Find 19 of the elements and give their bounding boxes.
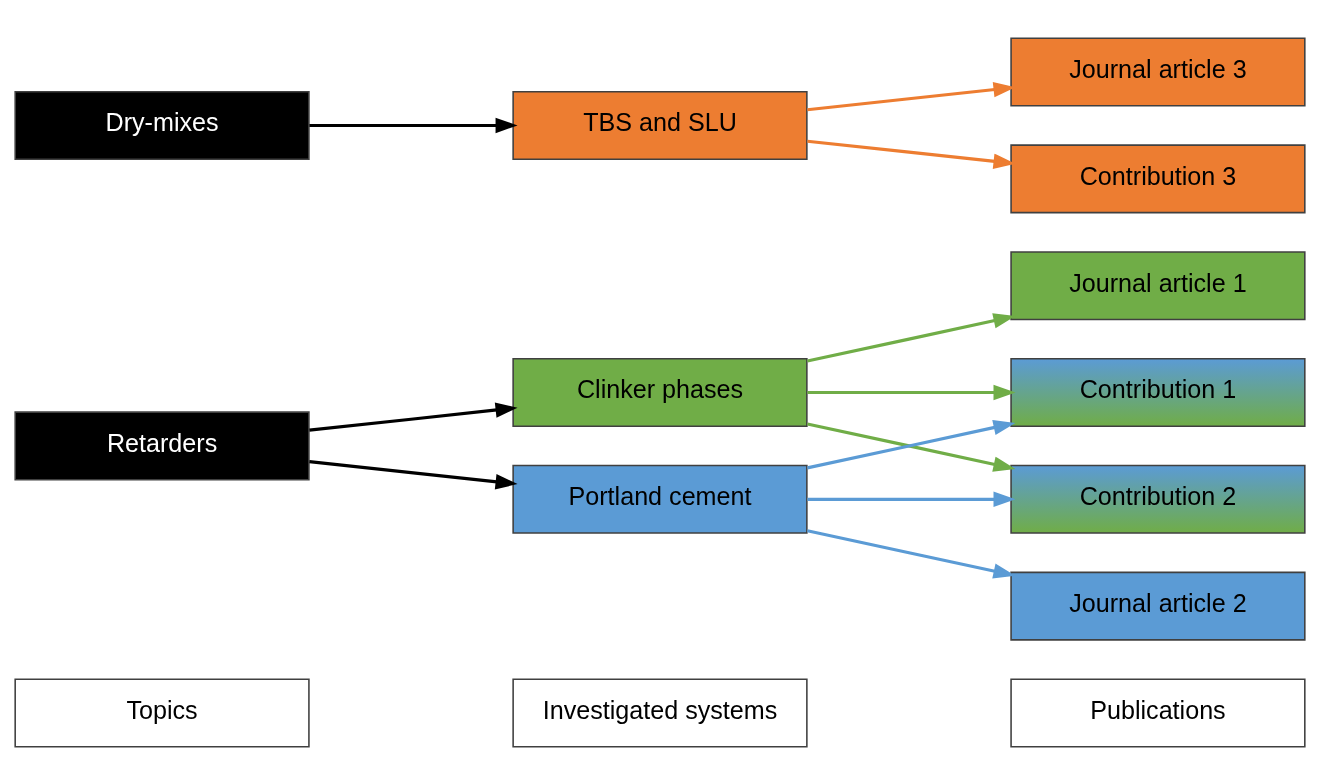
node-box: Portland cement (512, 464, 808, 534)
node-box: Publications (1010, 677, 1306, 747)
arrow (807, 491, 1016, 507)
arrow (309, 117, 518, 133)
arrow (309, 459, 518, 489)
node-box: Investigated systems (512, 677, 808, 747)
node-box: Retarders (14, 410, 310, 480)
node-box: Dry-mixes (14, 90, 310, 160)
node-box: Journal article 1 (1010, 250, 1306, 320)
node-box: Journal article 2 (1010, 571, 1306, 641)
node-box: Contribution 2 (1010, 464, 1306, 534)
node-box: TBS and SLU (512, 90, 808, 160)
node-box: Contribution 3 (1010, 143, 1306, 213)
node-box: Journal article 3 (1010, 37, 1306, 107)
node-box: Contribution 1 (1010, 357, 1306, 427)
arrow (309, 401, 518, 432)
node-box: Clinker phases (512, 357, 808, 427)
node-box: Topics (14, 677, 310, 747)
arrow (807, 384, 1016, 400)
